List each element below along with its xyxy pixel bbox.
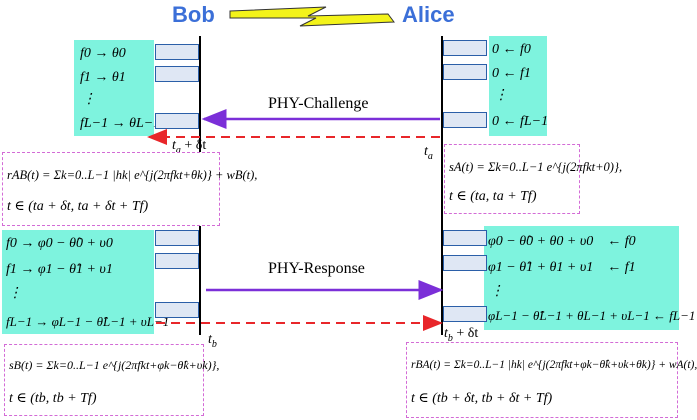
alice-top-line-3: 0 ← fL−1 bbox=[492, 114, 549, 129]
alice-slot-1 bbox=[443, 64, 487, 80]
bob-mid-line-0: f0 → φ0 − θ̂0 + υ0 bbox=[6, 236, 113, 251]
bob-slot-2 bbox=[155, 113, 199, 129]
bob-slot-0 bbox=[155, 44, 199, 60]
alice-header: Alice bbox=[402, 2, 455, 27]
bob-slot-4 bbox=[155, 253, 199, 269]
bob-mid-panel bbox=[2, 230, 154, 334]
sb-equation: sB(t) = Σk=0..L−1 e^{j(2πfkt+φk−θ̂k+υk)}… bbox=[9, 358, 220, 372]
tb-label: tb bbox=[208, 332, 217, 350]
alice-mid-panel bbox=[484, 226, 679, 330]
alice-mid-line-2: ⋮ bbox=[490, 284, 504, 299]
bob-slot-3 bbox=[155, 230, 199, 246]
alice-slot-3 bbox=[443, 230, 487, 246]
ta-label: ta bbox=[424, 144, 433, 162]
sa-range: t ∈ (ta, ta + Tf) bbox=[449, 189, 537, 204]
bob-top-line-2: ⋮ bbox=[82, 92, 96, 107]
phy-challenge-label: PHY-Challenge bbox=[268, 95, 369, 112]
alice-top-line-0: 0 ← f0 bbox=[492, 42, 531, 57]
rba-range: t ∈ (tb + δt, tb + δt + Tf) bbox=[411, 391, 553, 406]
rba-equation-box: rBA(t) = Σk=0..L−1 |hk| e^{j(2πfkt+φk−θ̂… bbox=[406, 342, 697, 418]
ta-delta-label: ta + δt bbox=[172, 138, 207, 156]
alice-slot-4 bbox=[443, 255, 487, 271]
bob-mid-line-2: ⋮ bbox=[8, 286, 22, 301]
bob-mid-line-1: f1 → φ1 − θ̂1 + υ1 bbox=[6, 262, 113, 277]
alice-slot-5 bbox=[443, 306, 487, 322]
sa-equation-box: sA(t) = Σk=0..L−1 e^{j(2πfkt+0)}, t ∈ (t… bbox=[444, 144, 622, 214]
sb-range: t ∈ (tb, tb + Tf) bbox=[9, 391, 97, 406]
rba-equation: rBA(t) = Σk=0..L−1 |hk| e^{j(2πfkt+φk−θ̂… bbox=[411, 359, 697, 371]
alice-top-line-1: 0 ← f1 bbox=[492, 66, 531, 81]
phy-response-label: PHY-Response bbox=[268, 260, 365, 277]
rab-equation-box: rAB(t) = Σk=0..L−1 |hk| e^{j(2πfkt+θk)} … bbox=[2, 152, 257, 226]
bob-slot-5 bbox=[155, 302, 199, 318]
sa-equation: sA(t) = Σk=0..L−1 e^{j(2πfkt+0)}, bbox=[449, 160, 623, 174]
bob-top-line-1: f1 → θ1 bbox=[80, 70, 126, 85]
alice-mid-line-3: φL−1 − θ̂L−1 + θL−1 + υL−1 ← fL−1 bbox=[488, 308, 696, 323]
rab-range: t ∈ (ta + δt, ta + δt + Tf) bbox=[7, 199, 149, 214]
alice-slot-2 bbox=[443, 112, 487, 128]
rab-equation: rAB(t) = Σk=0..L−1 |hk| e^{j(2πfkt+θk)} … bbox=[7, 168, 258, 182]
bob-top-line-0: f0 → θ0 bbox=[80, 46, 126, 61]
tb-delta-label: tb + δt bbox=[444, 326, 479, 344]
bob-slot-1 bbox=[155, 66, 199, 82]
alice-mid-line-1: φ1 − θ̂1 + θ1 + υ1 ← f1 bbox=[488, 260, 636, 275]
bob-mid-line-3: fL−1 → φL−1 − θ̂L−1 + υL−1 bbox=[6, 314, 170, 329]
alice-slot-0 bbox=[443, 40, 487, 56]
alice-mid-line-0: φ0 − θ̂0 + θ0 + υ0 ← f0 bbox=[488, 234, 636, 249]
lightning-bolt-icon bbox=[229, 6, 395, 27]
sb-equation-box: sB(t) = Σk=0..L−1 e^{j(2πfkt+φk−θ̂k+υk)}… bbox=[4, 344, 219, 416]
alice-top-line-2: ⋮ bbox=[494, 88, 508, 103]
bob-header: Bob bbox=[172, 2, 215, 27]
bob-top-panel bbox=[74, 40, 154, 136]
alice-top-panel bbox=[489, 36, 547, 136]
bob-top-line-3: fL−1 → θL−1 bbox=[80, 116, 161, 131]
